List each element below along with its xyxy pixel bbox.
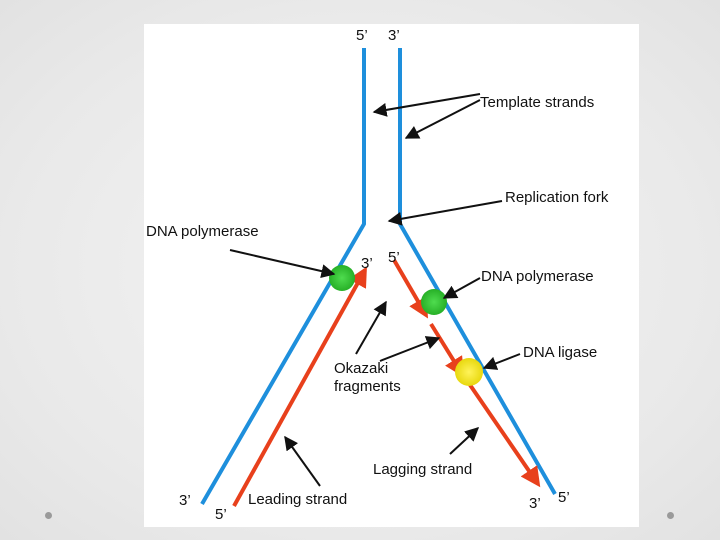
leading-strand-line — [232, 266, 367, 507]
bottom-right-5prime-label: 5’ — [558, 489, 570, 506]
template-arrow-2 — [404, 99, 481, 139]
dna-polymerase-lagging — [421, 289, 447, 315]
dna-polymerase-left-label: DNA polymerase — [146, 223, 259, 240]
leading-strand-arrow — [284, 435, 321, 487]
slide-nav-dot-left — [45, 512, 52, 519]
okazaki-arrow-2 — [379, 336, 441, 362]
okazaki-label-line2: fragments — [334, 378, 401, 395]
bottom-left-3prime-label: 3’ — [179, 492, 191, 509]
dna-polymerase-right-label: DNA polymerase — [481, 268, 594, 285]
template-arrow-1 — [372, 93, 481, 117]
polymerase-right-arrow — [442, 277, 481, 299]
okazaki-label-line1: Okazaki — [334, 360, 388, 377]
dna-ligase-label: DNA ligase — [523, 344, 597, 361]
polymerase-left-arrow — [229, 249, 336, 278]
dna-ligase-enzyme — [455, 358, 483, 386]
top-3prime-label: 3’ — [388, 27, 400, 44]
dna-replication-diagram: 5’ 3’ Template strands Replication fork … — [146, 27, 609, 523]
top-5prime-label: 5’ — [356, 27, 368, 44]
annotation-arrows — [229, 93, 521, 487]
mid-3prime-label: 3’ — [361, 255, 373, 272]
mid-5prime-label: 5’ — [388, 249, 400, 266]
okazaki-fragment-3 — [466, 380, 541, 488]
leading-strand-label: Leading strand — [248, 491, 347, 508]
ligase-arrow — [482, 353, 521, 370]
template-strands-label: Template strands — [480, 94, 594, 111]
bottom-right-3prime-label: 3’ — [529, 495, 541, 512]
lagging-strand-arrow — [449, 427, 480, 455]
replication-fork-label: Replication fork — [505, 189, 609, 206]
slide-card: 5’ 3’ Template strands Replication fork … — [144, 24, 639, 527]
lagging-strand-label: Lagging strand — [373, 461, 472, 478]
replication-fork-arrow — [387, 200, 503, 226]
diagram-labels: 5’ 3’ Template strands Replication fork … — [146, 27, 609, 523]
template-strand-left — [200, 48, 366, 506]
slide-nav-dot-right — [667, 512, 674, 519]
dna-polymerase-leading — [329, 265, 355, 291]
okazaki-arrow-1 — [355, 300, 387, 355]
okazaki-fragment-1 — [392, 258, 429, 319]
bottom-left-5prime-label: 5’ — [215, 506, 227, 523]
